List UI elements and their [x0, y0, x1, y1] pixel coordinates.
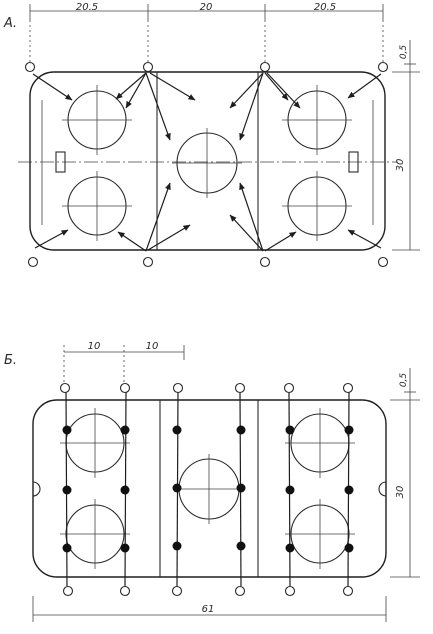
dim-a-height: 30 [395, 159, 406, 172]
diagram-b-outline [32, 399, 387, 578]
diagram-a: А. 20.5 20 20.5 0,5 30 [3, 2, 420, 268]
diagram-b-label: Б. [4, 353, 17, 368]
dim-b-gap: 0,5 [399, 373, 409, 388]
diagram-a-arrows [32, 72, 382, 252]
dim-a-gap: 0,5 [399, 45, 409, 60]
diagram-b-top-dimensions: 10 10 [63, 341, 185, 382]
diagram-a-inner-edges [41, 100, 374, 225]
dim-b-width: 61 [202, 604, 215, 615]
diagram-b-holes [60, 408, 355, 569]
diagram-b-bottom-dimension: 61 [32, 596, 387, 622]
dim-b-1: 10 [88, 341, 101, 352]
dim-b-height: 30 [395, 486, 406, 499]
notch-b-right [378, 481, 387, 497]
diagram-a-right-dimensions: 0,5 30 [392, 40, 420, 251]
diagram-a-label: А. [3, 16, 17, 31]
diagram-b-top-points [59, 382, 354, 394]
diagram-b-right-dimensions: 0,5 30 [390, 368, 420, 578]
diagram-a-extension-lines [29, 20, 384, 62]
diagram-a-top-dimensions: 20.5 20 20.5 [29, 2, 384, 20]
diagram-a-tab-right [348, 151, 359, 173]
diagram-a-outline [29, 71, 386, 251]
dim-a-2: 20 [200, 2, 213, 13]
diagram-a-reference-points [24, 61, 389, 268]
dim-a-1: 20.5 [76, 2, 98, 13]
diagram-b-bottom-points [62, 585, 354, 597]
diagram-b-clamp-points [62, 425, 354, 553]
diagram-a-holes [62, 85, 352, 241]
dim-a-3: 20.5 [314, 2, 336, 13]
dim-b-2: 10 [146, 341, 159, 352]
diagram-b: Б. 10 10 0,5 30 61 [4, 341, 420, 622]
notch-b-left [32, 481, 41, 497]
diagram-a-tab-left [55, 151, 66, 173]
